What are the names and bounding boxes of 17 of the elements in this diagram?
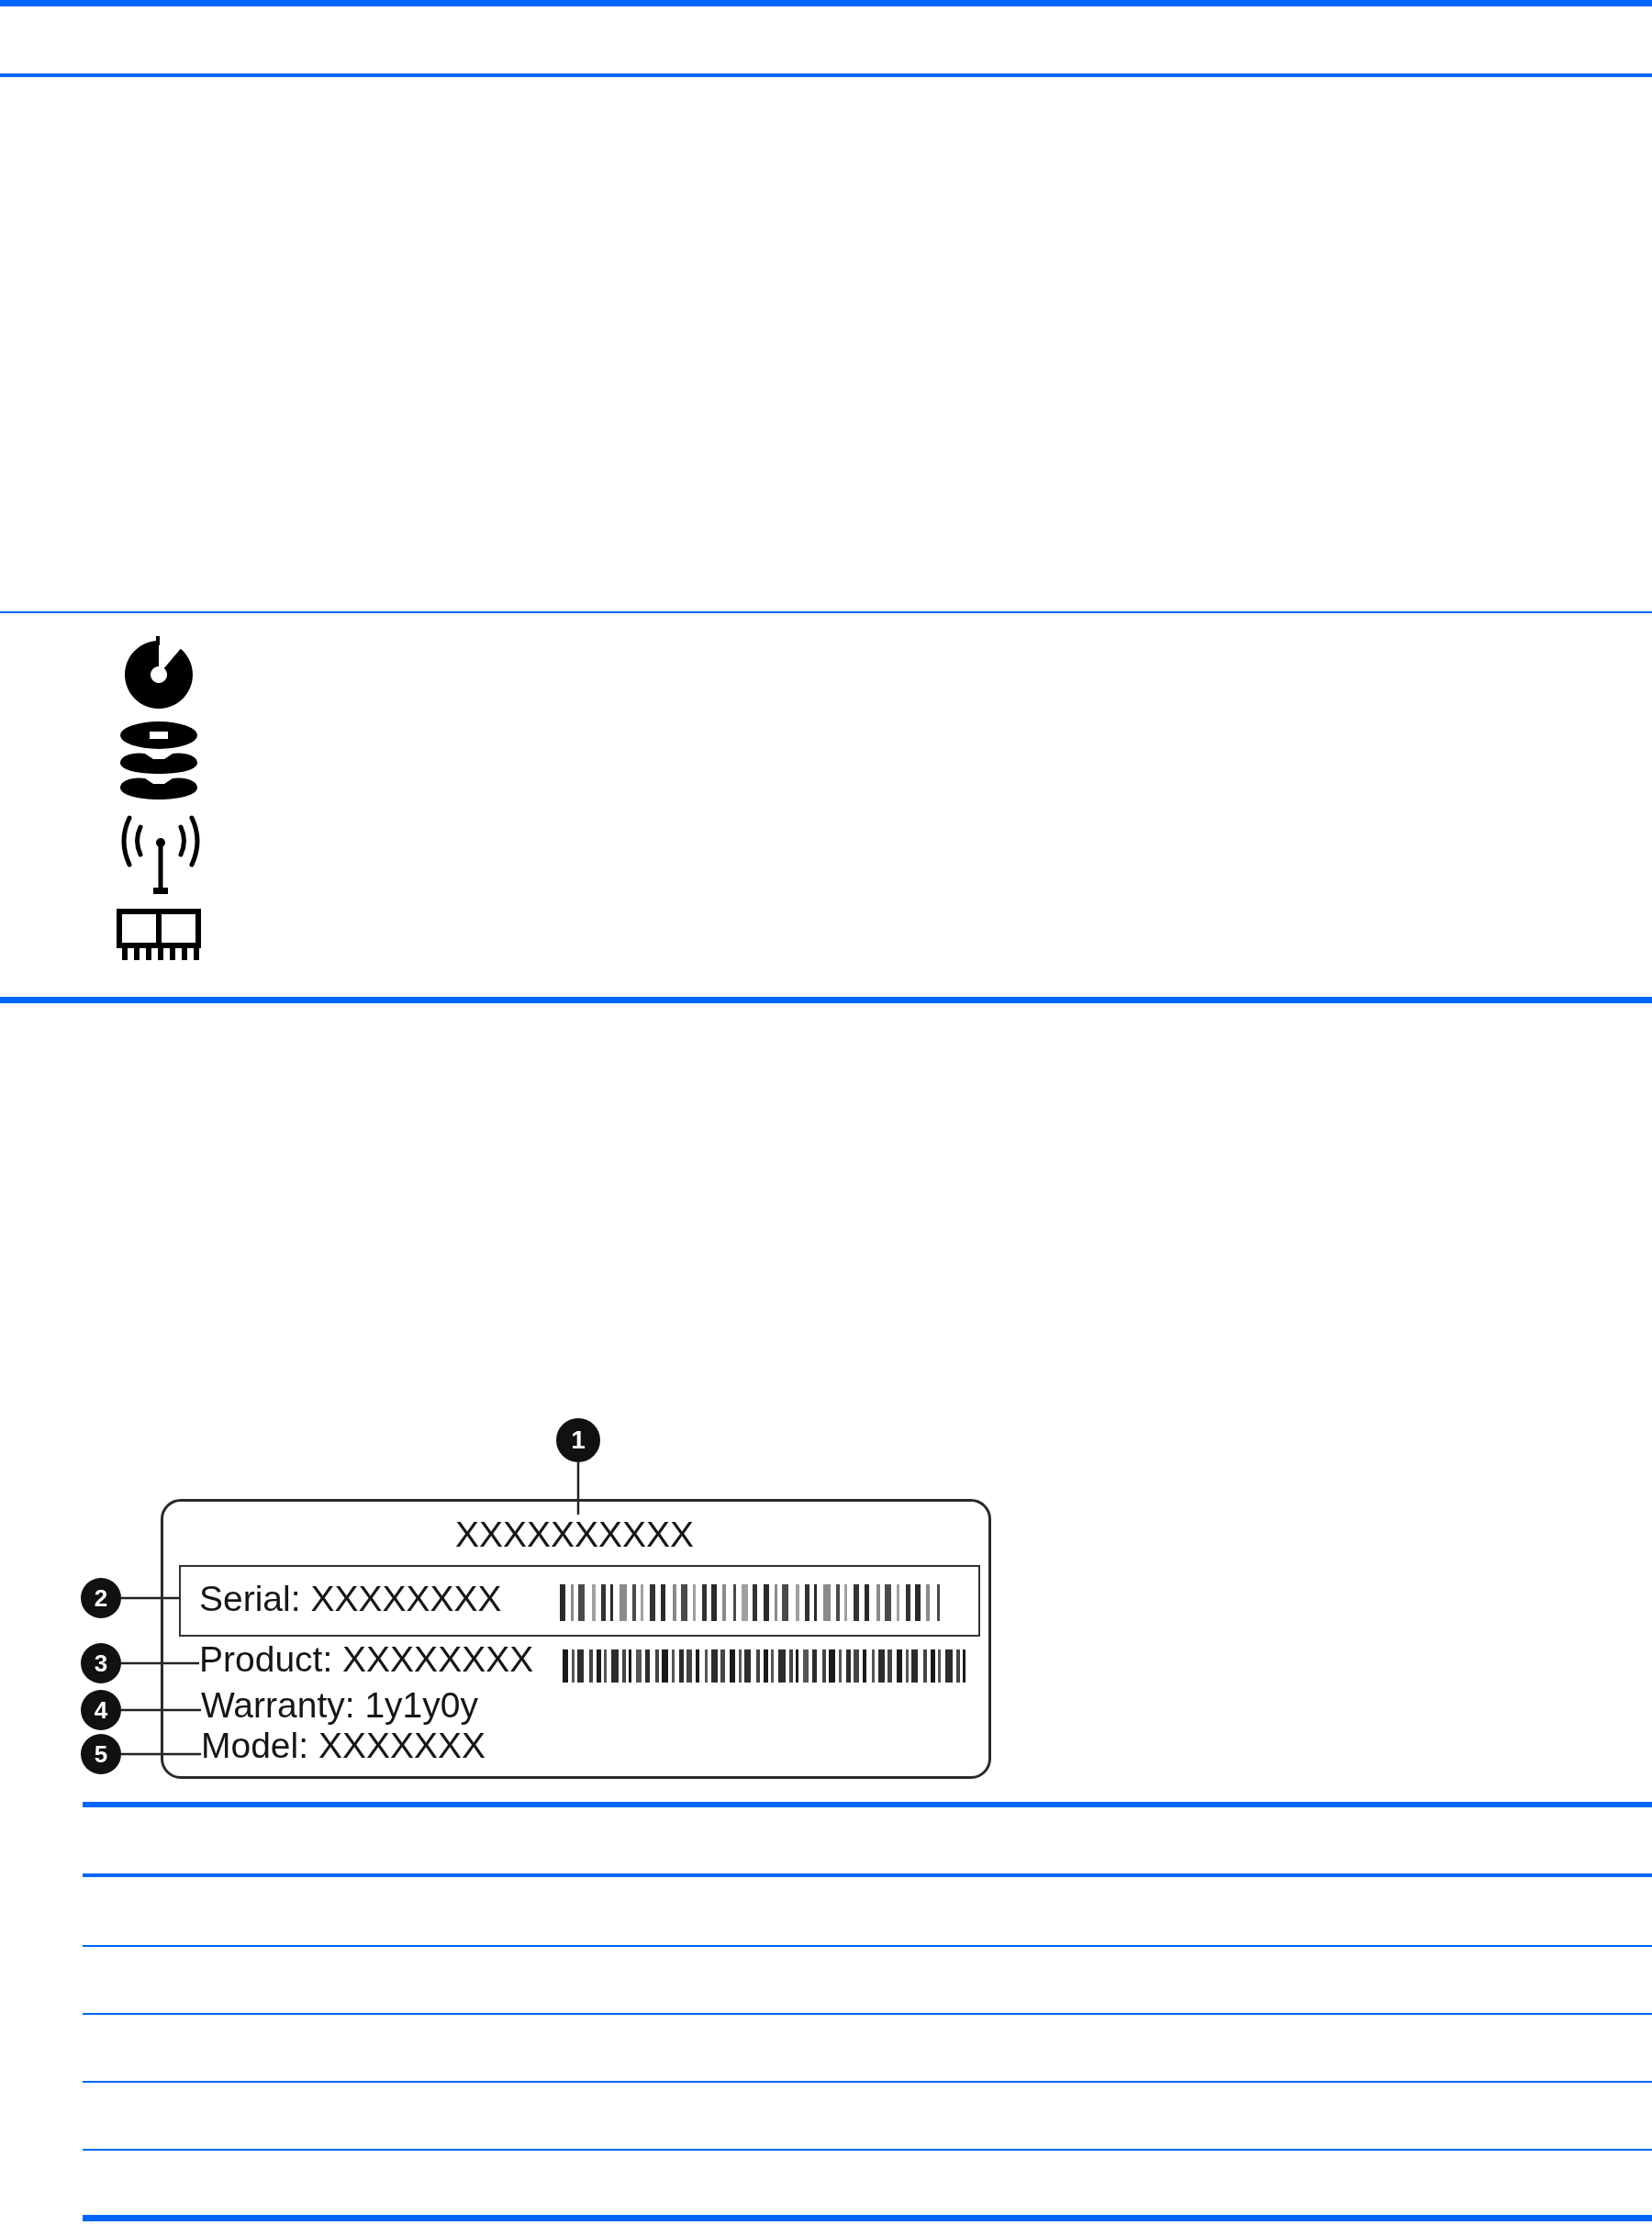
leader-line: [121, 1708, 201, 1712]
model-text: Model: XXXXXXX: [201, 1726, 486, 1766]
serial-text: Serial: XXXXXXXX: [199, 1579, 502, 1619]
leader-line: [121, 1596, 179, 1600]
callout-number: 1: [556, 1418, 600, 1462]
leader-line: [121, 1661, 199, 1665]
product-text: Product: XXXXXXXX: [199, 1639, 534, 1680]
warranty-text: Warranty: 1y1y0y: [201, 1685, 478, 1726]
serial-frame: [179, 1565, 980, 1637]
callout-number: 4: [81, 1690, 121, 1730]
callout-number: 2: [81, 1578, 121, 1618]
callout-number: 5: [81, 1734, 121, 1774]
callout-number: 3: [81, 1643, 121, 1683]
leader-line: [576, 1462, 580, 1515]
label-card: [161, 1499, 991, 1779]
code-text: XXXXXXXXXX: [455, 1515, 695, 1555]
leader-line: [121, 1752, 201, 1756]
